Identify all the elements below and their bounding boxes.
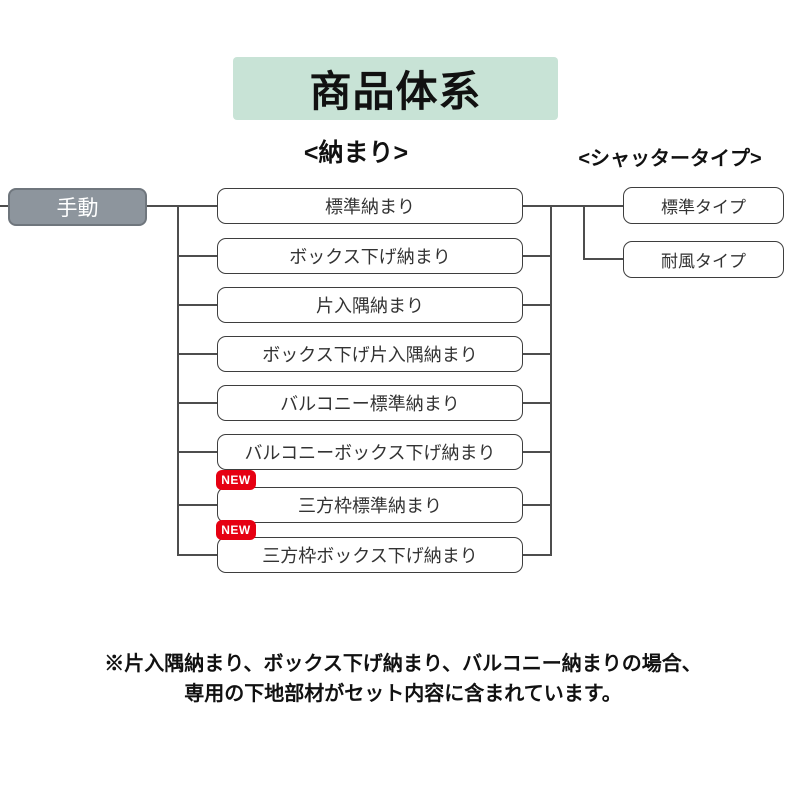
node-osamari-balcony-standard: バルコニー標準納まり bbox=[217, 385, 523, 421]
shutter-type-column-heading: <シャッタータイプ> bbox=[578, 148, 762, 170]
connector-line bbox=[177, 255, 218, 257]
connector-line bbox=[177, 304, 218, 306]
node-osamari-threeway-frame-standard: 三方枠標準納まり bbox=[217, 487, 523, 523]
connector-line bbox=[177, 353, 218, 355]
connector-line bbox=[522, 205, 624, 207]
node-manual: 手動 bbox=[8, 188, 147, 226]
connector-line bbox=[177, 554, 218, 556]
connector-trunk-right bbox=[550, 205, 552, 556]
node-osamari-box-lowered: ボックス下げ納まり bbox=[217, 238, 523, 274]
connector-line bbox=[522, 504, 552, 506]
connector-line bbox=[177, 504, 218, 506]
new-badge: NEW bbox=[216, 470, 256, 490]
connector-line bbox=[522, 353, 552, 355]
osamari-column-heading: <納まり> bbox=[303, 139, 409, 167]
node-type-wind-resistant: 耐風タイプ bbox=[623, 241, 784, 278]
connector-line bbox=[522, 402, 552, 404]
node-osamari-balcony-box-lowered: バルコニーボックス下げ納まり bbox=[217, 434, 523, 470]
node-osamari-standard: 標準納まり bbox=[217, 188, 523, 224]
connector-line bbox=[0, 205, 9, 207]
page-title: 商品体系 bbox=[233, 57, 558, 120]
connector-line bbox=[583, 258, 624, 260]
footnote-line-2: 専用の下地部材がセット内容に含まれています。 bbox=[184, 683, 622, 705]
footnote-line-1: ※片入隅納まり、ボックス下げ納まり、バルコニー納まりの場合、 bbox=[104, 653, 702, 675]
connector-line bbox=[177, 451, 218, 453]
connector-branch bbox=[583, 205, 585, 260]
node-osamari-single-corner: 片入隅納まり bbox=[217, 287, 523, 323]
connector-line bbox=[522, 451, 552, 453]
node-type-standard: 標準タイプ bbox=[623, 187, 784, 224]
connector-line bbox=[522, 304, 552, 306]
node-osamari-threeway-frame-box-lowered: 三方枠ボックス下げ納まり bbox=[217, 537, 523, 573]
connector-trunk-left bbox=[177, 205, 179, 556]
connector-line bbox=[522, 554, 552, 556]
connector-line bbox=[522, 255, 552, 257]
new-badge: NEW bbox=[216, 520, 256, 540]
footnote: ※片入隅納まり、ボックス下げ納まり、バルコニー納まりの場合、 専用の下地部材がセ… bbox=[0, 649, 800, 709]
connector-line bbox=[177, 402, 218, 404]
connector-line bbox=[146, 205, 218, 207]
node-osamari-box-lowered-single-corner: ボックス下げ片入隅納まり bbox=[217, 336, 523, 372]
